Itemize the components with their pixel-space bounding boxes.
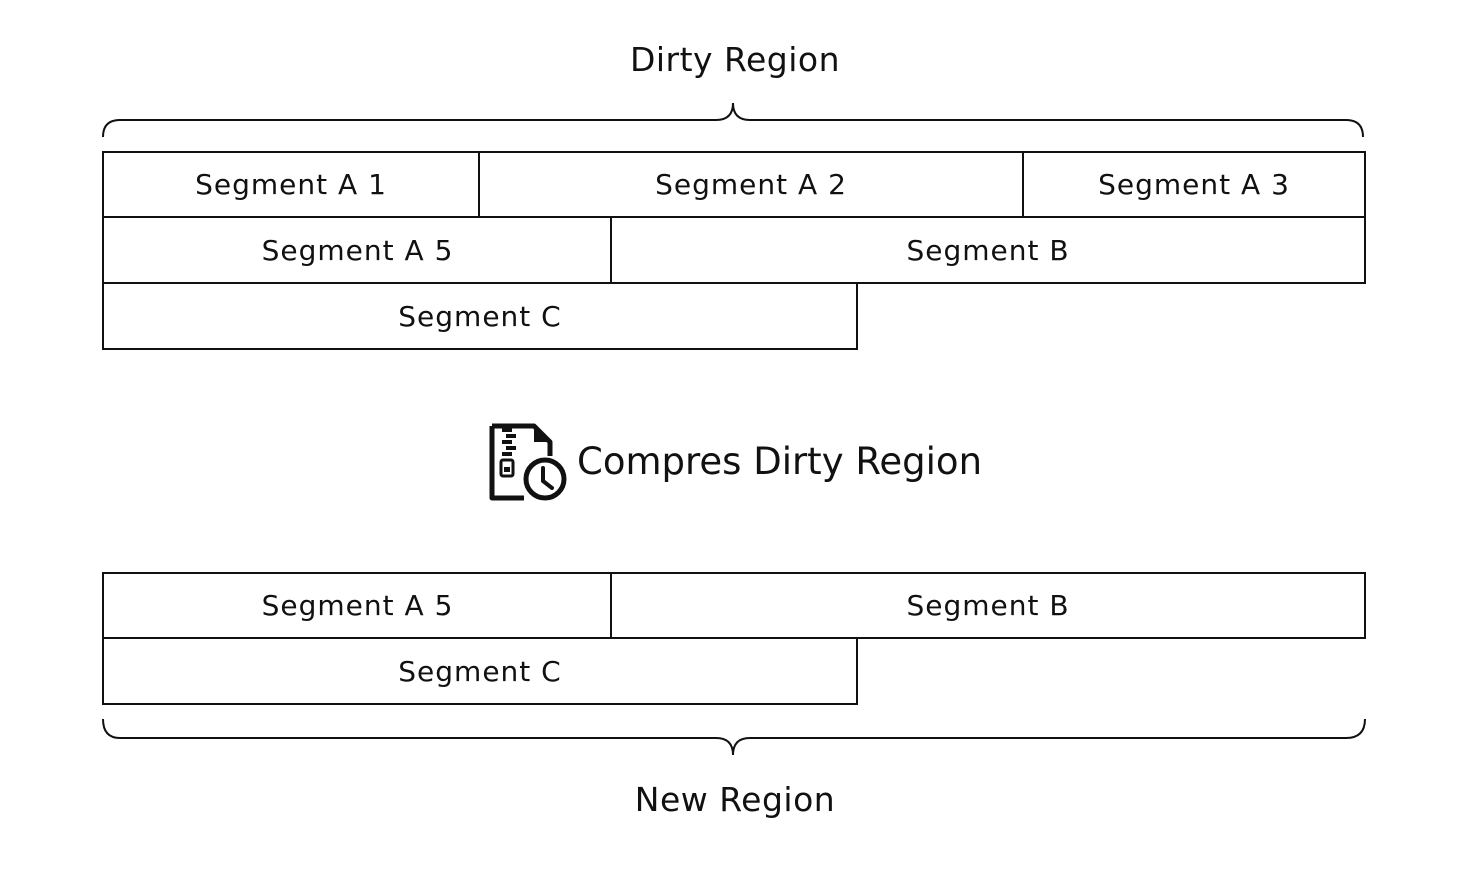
compress-step: Compres Dirty Region [488,422,982,502]
segment-label: Segment A 3 [1098,168,1290,201]
segment-label: Segment A 5 [261,233,454,267]
compress-step-label: Compres Dirty Region [577,440,983,483]
segment-c-block: Segment C [102,282,858,350]
segment-a5-block: Segment A 5 [102,216,613,284]
new-region-brace [102,718,1366,756]
segment-c-block: Segment C [102,637,858,705]
segment-label: Segment C [398,654,562,688]
segment-a5-block: Segment A 5 [102,572,613,639]
dirty-region-title: Dirty Region [629,40,841,79]
segment-label: Segment C [398,299,562,333]
segment-a3-block: Segment A 3 [1022,151,1366,218]
segment-a2-block: Segment A 2 [478,151,1024,218]
segment-b-block: Segment B [610,216,1366,284]
new-region-title: New Region [634,780,836,819]
segment-b-block: Segment B [610,572,1366,639]
segment-label: Segment A 2 [655,168,847,201]
segment-label: Segment A 1 [195,168,387,201]
segment-label: Segment B [906,589,1070,622]
dirty-region-brace [102,102,1364,138]
compressed-file-clock-icon [489,423,567,501]
segment-a1-block: Segment A 1 [102,151,480,218]
segment-label: Segment B [906,233,1070,267]
segment-label: Segment A 5 [261,589,454,622]
